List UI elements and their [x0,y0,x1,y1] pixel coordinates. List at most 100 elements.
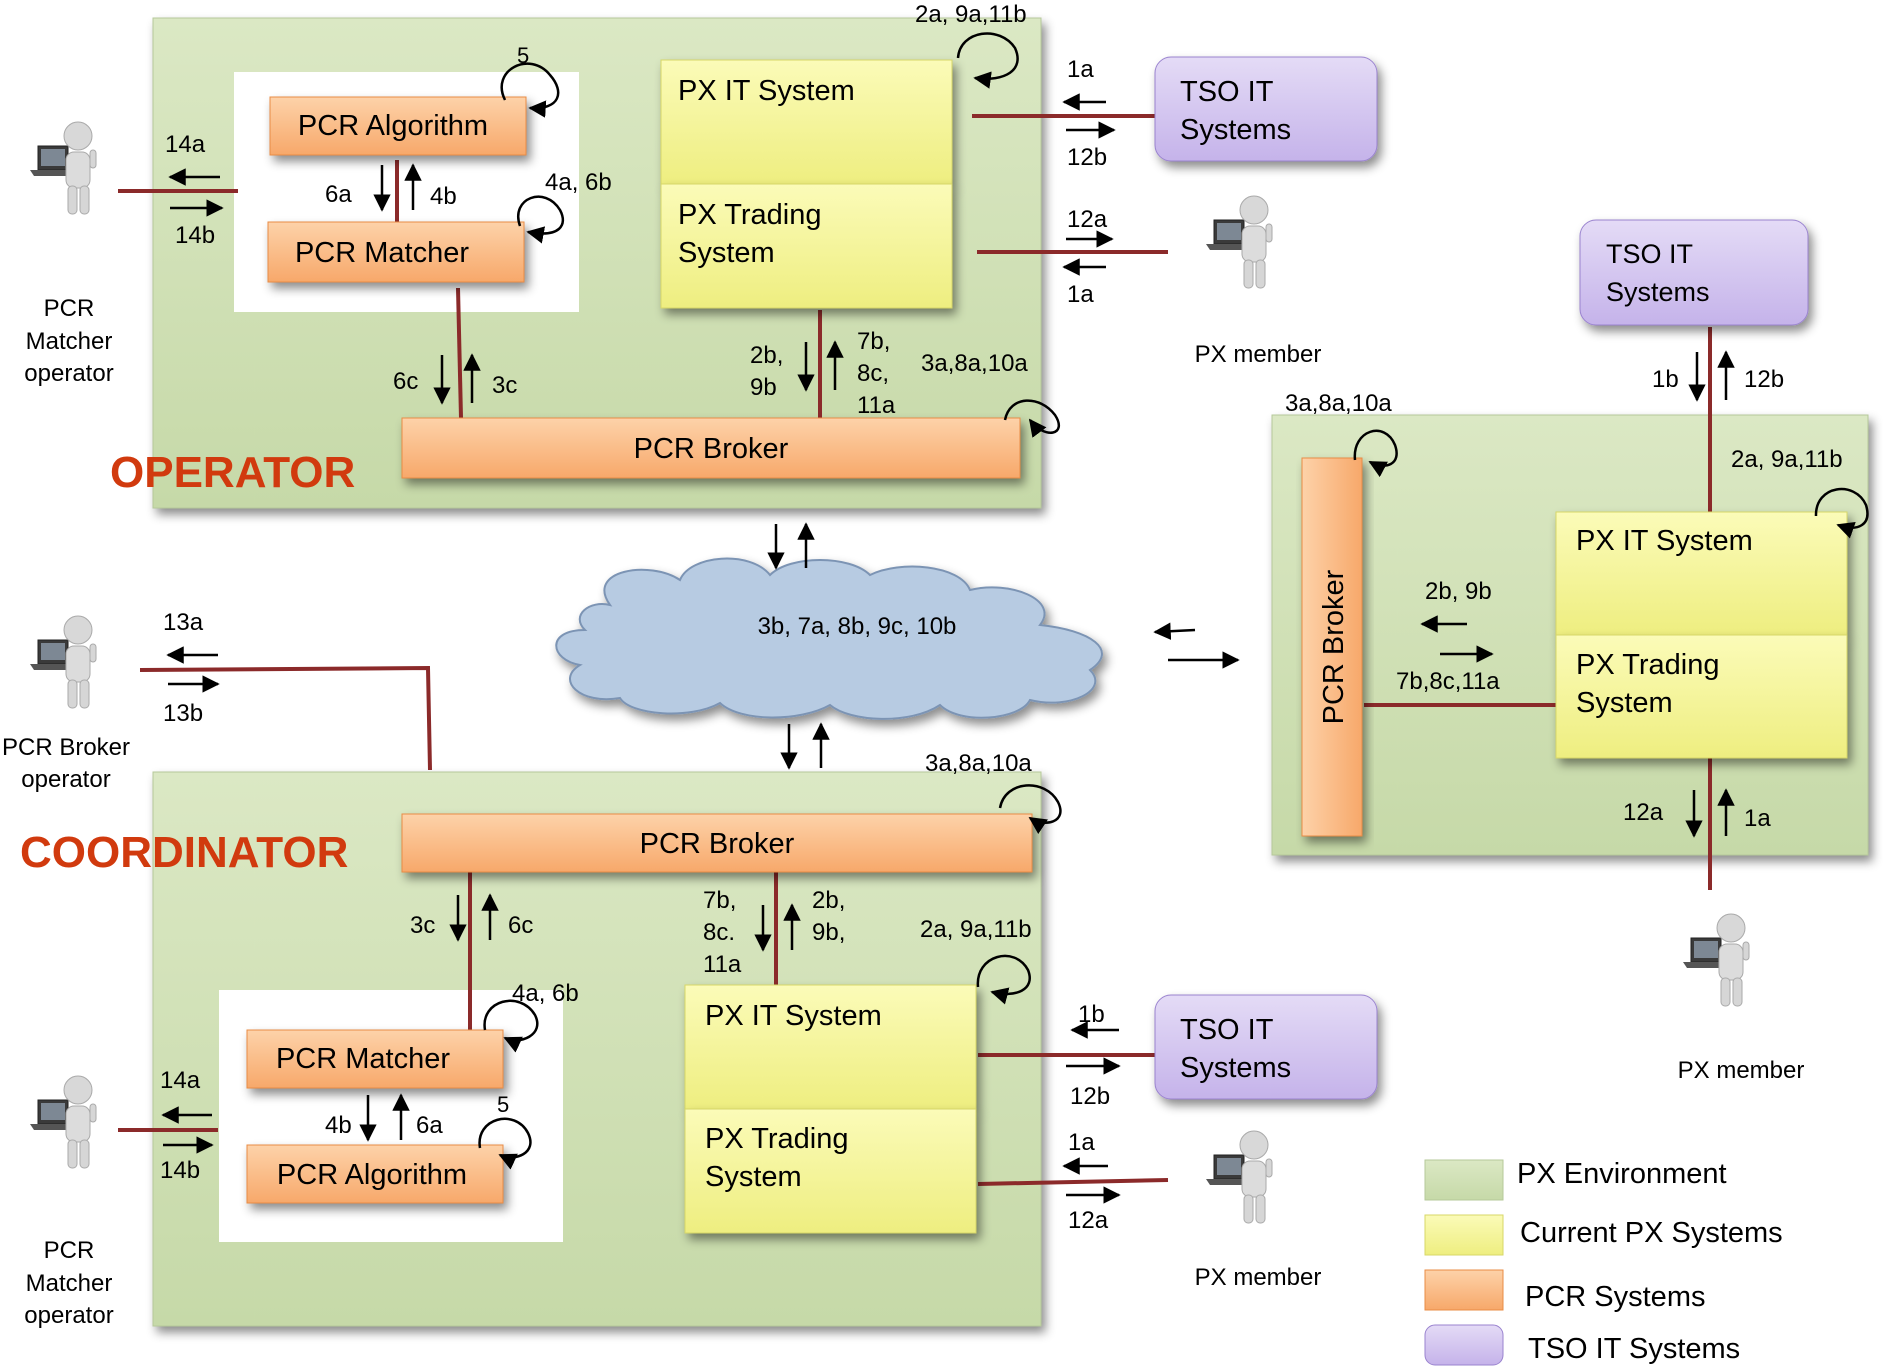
co-lbl-3a8a10a: 3a,8a,10a [925,750,1032,777]
op-lbl-14b: 14b [175,222,215,249]
co-lbl-6c: 6c [508,912,533,939]
legend-current-px-label: Current PX Systems [1520,1217,1783,1249]
co-lbl-4b: 4b [325,1112,352,1139]
coordinator-pcr-matcher-operator-icon [29,1075,97,1169]
op-lbl-1a-bottom: 1a [1067,281,1094,308]
operator-px-it-system-label: PX IT System [678,75,855,107]
op-lbl-3c: 3c [492,372,517,399]
op-lbl-11a: 11a [857,392,896,419]
cloud-arrows [767,522,1240,770]
operator-pcr-broker-label: PCR Broker [634,433,789,465]
right-tso-it-systems-box [1579,219,1809,326]
right-pcr-broker-box [1301,457,1363,837]
op-lbl-9b: 9b [750,374,777,401]
operator-pcr-matcher-label: PCR Matcher [295,237,469,269]
operator-tso-it-systems-box [1154,56,1378,162]
op-lbl-7b: 7b, [857,328,890,355]
operator-px-trading-system-box [660,183,953,309]
co-lbl-3c: 3c [410,912,435,939]
right-px-it-system-box [1555,511,1848,636]
co-lbl-5: 5 [497,1092,509,1117]
rp-lbl-2a9a11b: 2a, 9a,11b [1731,446,1843,473]
coordinator-px-member-label: PX member [1195,1264,1322,1291]
coordinator-pcr-broker-box [401,813,1033,873]
cloud-label: 3b, 7a, 8b, 9c, 10b [758,613,957,640]
operator-pcr-algorithm-label: PCR Algorithm [298,110,488,142]
co-lbl-6a: 6a [416,1112,443,1139]
right-px-member-icon [1682,913,1750,1007]
coordinator-tso-it-systems-box [1154,994,1378,1100]
op-lbl-2b: 2b, [750,342,783,369]
operator-pcr-algorithm-box [269,96,527,156]
legend-pcr-label: PCR Systems [1525,1281,1705,1313]
op-lbl-12b: 12b [1067,144,1107,171]
operator-px-member-icon [1205,195,1273,289]
right-tso-label-1: TSO IT [1606,239,1693,269]
coordinator-pcr-matcher-label: PCR Matcher [276,1043,450,1075]
right-self-loops [1353,429,1869,539]
op-lbl-6a: 6a [325,181,352,208]
rp-lbl-2b9b: 2b, 9b [1425,578,1492,605]
rp-lbl-12b: 12b [1744,366,1784,393]
co-lbl-11a: 11a [703,951,742,978]
operator-matcher-op-l2: Matcher [26,328,113,355]
op-lbl-6c: 6c [393,368,418,395]
co-lbl-13a: 13a [163,609,204,636]
operator-px-trading-label-2: System [678,237,775,269]
co-lbl-8c: 8c. [703,919,735,946]
co-lbl-12a: 12a [1068,1207,1109,1234]
coordinator-pcr-matcher-box [246,1029,504,1089]
operator-self-loops [500,32,1061,438]
co-lbl-1b: 1b [1078,1001,1105,1028]
coordinator-px-it-system-label: PX IT System [705,1000,882,1032]
coordinator-broker-op-l2: operator [21,766,110,793]
coordinator-matcher-op-l3: operator [24,1302,113,1329]
legend: PX Environment Current PX Systems PCR Sy… [1424,1158,1783,1366]
right-px-it-system-label: PX IT System [1576,525,1753,557]
co-lbl-14b: 14b [160,1157,200,1184]
rp-lbl-1b: 1b [1652,366,1679,393]
legend-px-environment-label: PX Environment [1517,1158,1727,1190]
rp-lbl-7b8c11a: 7b,8c,11a [1396,668,1500,695]
co-lbl-1a: 1a [1068,1129,1095,1156]
operator-tso-label-1: TSO IT [1180,76,1274,108]
right-arrows [1420,350,1735,838]
coordinator-title: COORDINATOR [20,828,348,877]
co-lbl-2b: 2b, [812,887,845,914]
op-lbl-4a6b: 4a, 6b [545,169,612,196]
coordinator-px-trading-label-1: PX Trading [705,1123,848,1155]
coordinator-px-trading-label-2: System [705,1161,802,1193]
right-px-trading-label-2: System [1576,687,1673,719]
right-pcr-broker-label: PCR Broker [1318,569,1350,724]
coordinator-px-it-system-box [684,984,977,1110]
operator-matcher-op-l3: operator [24,360,113,387]
operator-pcr-broker-box [401,417,1021,479]
coordinator-matcher-op-l2: Matcher [26,1270,113,1297]
rp-lbl-1a: 1a [1744,805,1771,832]
legend-pcr-swatch [1424,1269,1504,1311]
op-lbl-5: 5 [517,43,529,68]
right-px-member-label: PX member [1678,1057,1805,1084]
coordinator-tso-label-2: Systems [1180,1052,1291,1084]
op-lbl-8c: 8c, [857,360,889,387]
right-links [1364,327,1712,890]
co-lbl-9b: 9b, [812,919,845,946]
op-lbl-2a9a11b: 2a, 9a,11b [915,1,1027,28]
co-lbl-12b: 12b [1070,1083,1110,1110]
legend-tso-label: TSO IT Systems [1528,1333,1740,1365]
legend-current-px-swatch [1424,1214,1504,1256]
op-lbl-14a: 14a [165,131,206,158]
co-lbl-13b: 13b [163,700,203,727]
operator-tso-label-2: Systems [1180,114,1291,146]
op-lbl-3a8a10a: 3a,8a,10a [921,350,1028,377]
operator-pcr-matcher-operator-icon [29,121,97,215]
op-lbl-1a-top: 1a [1067,56,1094,83]
operator-links [118,114,1168,419]
op-lbl-4b: 4b [430,183,457,210]
operator-pcr-matcher-box [267,221,525,283]
legend-tso-swatch [1424,1324,1504,1366]
coordinator-links [118,665,1169,1186]
operator-title: OPERATOR [110,448,355,497]
coordinator-matcher-op-l1: PCR [44,1237,95,1264]
